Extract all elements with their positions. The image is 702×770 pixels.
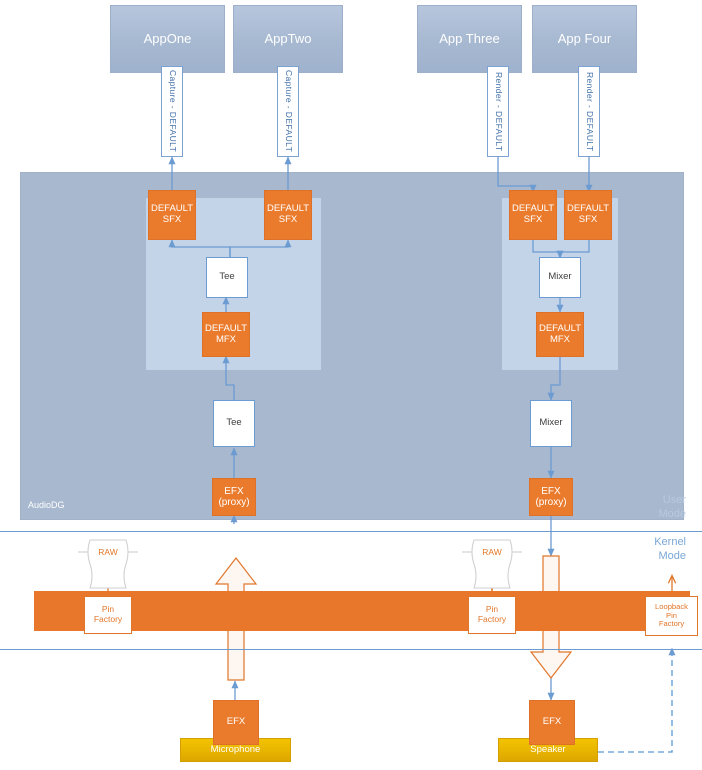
stream-ribbon-app-four[interactable]: Render - DEFAULT [578,66,600,157]
render-mfx[interactable]: DEFAULT MFX [536,312,584,357]
user-kernel-divider-top [0,531,702,532]
capture-tee-outer[interactable]: Tee [213,400,255,447]
loopback-pin-factory[interactable]: Loopback Pin Factory [645,596,698,636]
stream-ribbon-app-three-label: Render - DEFAULT [493,71,504,152]
capture-sfx-left[interactable]: DEFAULT SFX [148,190,196,240]
raw-capture-text: RAW [98,547,118,557]
app-box-app-one[interactable]: AppOne [110,5,225,73]
pin-factory-render[interactable]: Pin Factory [468,596,516,634]
raw-render-text: RAW [482,547,502,557]
device-speaker-efx[interactable]: EFX [529,700,575,745]
kernel-driver-strip [34,591,690,631]
app-box-app-two[interactable]: AppTwo [233,5,343,73]
app-box-app-four[interactable]: App Four [532,5,637,73]
capture-efx-proxy[interactable]: EFX (proxy) [212,478,256,516]
stream-ribbon-app-two-label: Capture - DEFAULT [283,70,294,153]
pin-factory-capture[interactable]: Pin Factory [84,596,132,634]
user-mode-label: User Mode [658,494,686,520]
kernel-mode-label: Kernel Mode [654,536,686,562]
app-box-app-three[interactable]: App Three [417,5,522,73]
render-efx-proxy[interactable]: EFX (proxy) [529,478,573,516]
stream-ribbon-app-one-label: Capture - DEFAULT [167,70,178,153]
capture-tee-inner[interactable]: Tee [206,257,248,298]
user-kernel-divider-bottom [0,649,702,650]
capture-mfx[interactable]: DEFAULT MFX [202,312,250,357]
render-sfx-right[interactable]: DEFAULT SFX [564,190,612,240]
render-sfx-left[interactable]: DEFAULT SFX [509,190,557,240]
stream-ribbon-app-one[interactable]: Capture - DEFAULT [161,66,183,157]
capture-sfx-right[interactable]: DEFAULT SFX [264,190,312,240]
stream-ribbon-app-three[interactable]: Render - DEFAULT [487,66,509,157]
render-mixer-outer[interactable]: Mixer [530,400,572,447]
stream-ribbon-app-four-label: Render - DEFAULT [584,71,595,152]
audiodg-label: AudioDG [28,500,65,510]
stream-ribbon-app-two[interactable]: Capture - DEFAULT [277,66,299,157]
device-microphone-efx[interactable]: EFX [213,700,259,745]
render-mixer-inner[interactable]: Mixer [539,257,581,298]
